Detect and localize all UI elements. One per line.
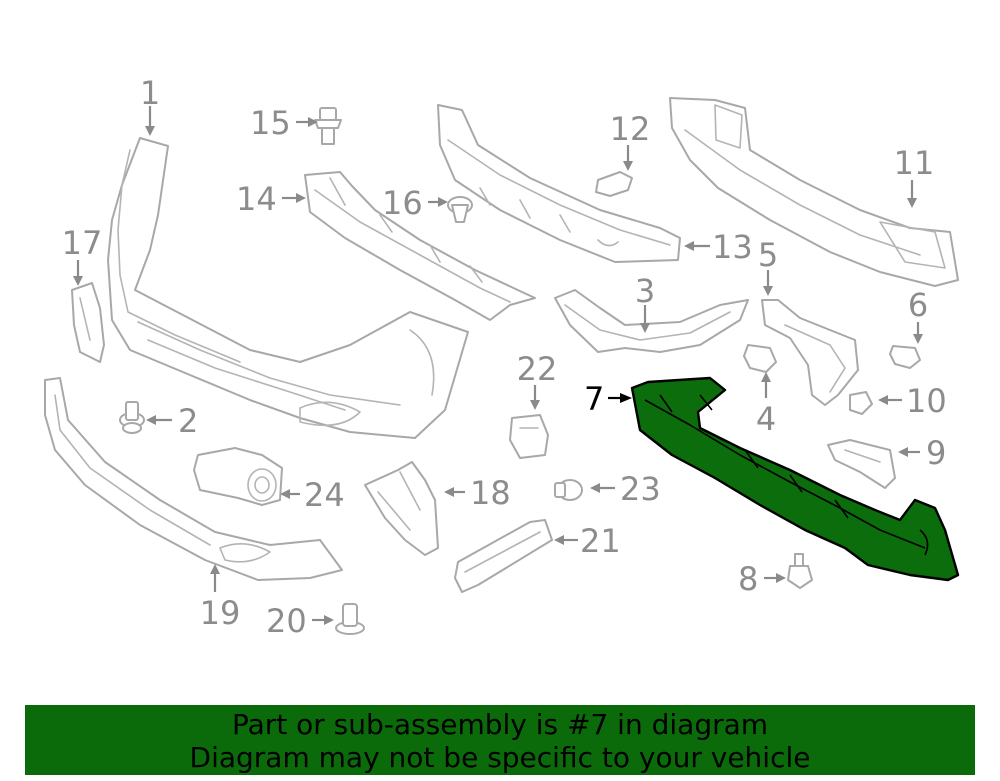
callout-12: 12 bbox=[610, 110, 651, 148]
callout-22: 22 bbox=[517, 350, 558, 388]
part-23-clip[interactable] bbox=[554, 479, 583, 501]
callout-9: 9 bbox=[926, 434, 946, 472]
leader-16 bbox=[428, 197, 448, 207]
leader-18 bbox=[444, 487, 465, 497]
callout-21: 21 bbox=[580, 522, 621, 560]
part-21-trim-strip[interactable] bbox=[454, 519, 553, 593]
part-14-upper-absorber[interactable] bbox=[304, 171, 536, 321]
callout-10: 10 bbox=[906, 382, 947, 420]
part-10-bolt[interactable] bbox=[849, 391, 873, 415]
callout-17: 17 bbox=[62, 224, 103, 262]
callout-18: 18 bbox=[470, 474, 511, 512]
part-18-bracket[interactable] bbox=[364, 461, 439, 556]
callout-19: 19 bbox=[200, 594, 241, 632]
part-24-sensor[interactable] bbox=[193, 447, 283, 506]
part-11-reinforcement-bar[interactable] bbox=[669, 97, 959, 287]
callout-24: 24 bbox=[304, 476, 345, 514]
leader-6 bbox=[913, 322, 923, 344]
part-16-clip[interactable] bbox=[447, 196, 473, 223]
part-1-bumper-cover[interactable] bbox=[107, 137, 469, 439]
part-19-lower-valance[interactable] bbox=[44, 377, 343, 581]
leader-3 bbox=[640, 305, 650, 333]
leader-12 bbox=[623, 145, 633, 171]
leader-13 bbox=[684, 241, 710, 251]
part-13-energy-absorber[interactable] bbox=[437, 104, 681, 263]
part-2-clip[interactable] bbox=[119, 401, 145, 434]
part-8-bolt[interactable] bbox=[787, 553, 813, 589]
part-4-bolt[interactable] bbox=[743, 344, 777, 373]
callout-8: 8 bbox=[738, 560, 758, 598]
leader-7 bbox=[608, 393, 632, 403]
callout-23: 23 bbox=[620, 470, 661, 508]
callout-4: 4 bbox=[756, 400, 776, 438]
leader-14 bbox=[282, 193, 306, 203]
part-17-side-bracket[interactable] bbox=[71, 282, 105, 363]
callout-14: 14 bbox=[236, 180, 277, 218]
callout-16: 16 bbox=[382, 184, 423, 222]
callout-15: 15 bbox=[250, 104, 291, 142]
callout-1: 1 bbox=[140, 74, 160, 112]
leader-1 bbox=[145, 106, 155, 136]
part-22-clip[interactable] bbox=[509, 414, 549, 459]
callout-13: 13 bbox=[712, 228, 753, 266]
leader-15 bbox=[296, 117, 318, 127]
part-20-clip[interactable] bbox=[335, 603, 365, 635]
callout-2: 2 bbox=[178, 402, 198, 440]
callout-20: 20 bbox=[266, 602, 307, 640]
part-3-bracket[interactable] bbox=[554, 289, 749, 353]
leader-10 bbox=[878, 395, 902, 405]
part-12-bolt[interactable] bbox=[595, 171, 633, 197]
callout-7: 7 bbox=[584, 380, 604, 418]
callout-3: 3 bbox=[635, 272, 655, 310]
leader-21 bbox=[554, 535, 578, 545]
info-banner: Part or sub-assembly is #7 in diagram Di… bbox=[25, 705, 975, 775]
leader-9 bbox=[898, 447, 920, 457]
part-15-bolt[interactable] bbox=[314, 107, 342, 145]
banner-line-part-number: Part or sub-assembly is #7 in diagram bbox=[231, 708, 769, 741]
callout-11: 11 bbox=[894, 144, 935, 182]
callout-6: 6 bbox=[908, 286, 928, 324]
leader-24 bbox=[280, 489, 300, 499]
leader-5 bbox=[763, 270, 773, 296]
part-7-under-cover-highlighted[interactable] bbox=[630, 376, 960, 582]
leader-20 bbox=[312, 615, 334, 625]
leader-2 bbox=[146, 415, 172, 425]
leader-8 bbox=[764, 573, 786, 583]
part-5-side-bracket[interactable] bbox=[761, 299, 859, 406]
banner-line-disclaimer: Diagram may not be specific to your vehi… bbox=[189, 741, 811, 774]
leader-11 bbox=[907, 180, 917, 208]
part-6-bolt[interactable] bbox=[889, 345, 921, 369]
leader-19 bbox=[210, 564, 220, 592]
part-9-bracket[interactable] bbox=[827, 439, 896, 489]
callout-5: 5 bbox=[758, 236, 778, 274]
leader-4 bbox=[761, 372, 771, 398]
leader-22 bbox=[530, 385, 540, 410]
leader-17 bbox=[73, 260, 83, 286]
leader-23 bbox=[590, 483, 615, 493]
